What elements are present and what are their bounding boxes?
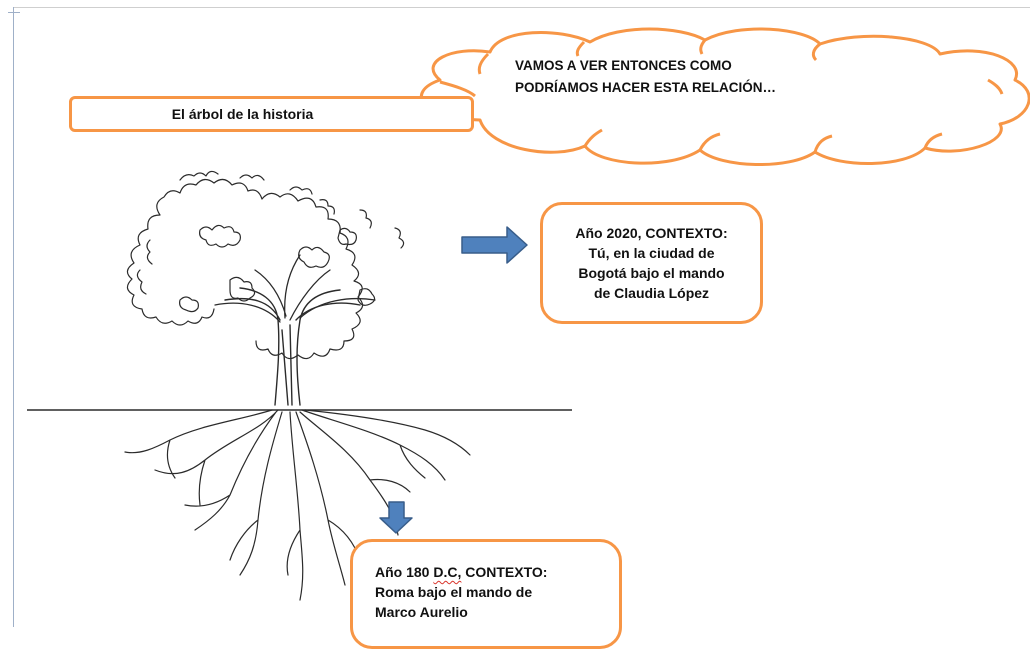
thought-cloud-shape <box>419 27 1030 166</box>
tree-trunk <box>224 287 361 406</box>
context-2020-box: Año 2020, CONTEXTO: Tú, en la ciudad de … <box>540 202 763 324</box>
context-2020-line-2: Tú, en la ciudad de <box>588 245 715 261</box>
page-top-border <box>14 7 1030 8</box>
right-arrow-icon <box>461 226 528 264</box>
down-arrow-icon <box>379 501 413 534</box>
context-180-line-3: Marco Aurelio <box>375 604 468 620</box>
diagram-graphics <box>27 27 1030 601</box>
context-180-line-2: Roma bajo el mando de <box>375 584 533 600</box>
title-label: El árbol de la historia <box>171 106 314 122</box>
cloud-text-line-2: PODRÍAMOS HACER ESTA RELACIÓN… <box>515 80 777 95</box>
title-box: El árbol de la historia <box>69 96 474 132</box>
margin-tick-mark <box>8 12 20 13</box>
context-180-year: Año 180 <box>375 564 434 580</box>
cloud-text: VAMOS A VER ENTONCES COMO PODRÍAMOS HACE… <box>515 55 875 99</box>
context-2020-line-1: Año 2020, CONTEXTO: <box>575 225 728 241</box>
context-180-era-abbr: D.C, <box>433 564 462 580</box>
context-180-context-label: CONTEXTO: <box>461 564 548 580</box>
cloud-text-line-1: VAMOS A VER ENTONCES COMO <box>515 58 732 73</box>
tree-illustration <box>124 170 471 601</box>
tree-canopy <box>126 178 364 360</box>
tree-roots <box>124 409 471 601</box>
context-180-box: Año 180 D.C, CONTEXTO: Roma bajo el mand… <box>350 539 622 649</box>
context-2020-line-4: de Claudia López <box>593 285 710 301</box>
context-180-line-1: Año 180 D.C, CONTEXTO: <box>375 562 619 582</box>
document-page: VAMOS A VER ENTONCES COMO PODRÍAMOS HACE… <box>8 7 1030 649</box>
context-2020-line-3: Bogotá bajo el mando <box>578 265 725 281</box>
page-left-margin-line <box>13 7 14 627</box>
